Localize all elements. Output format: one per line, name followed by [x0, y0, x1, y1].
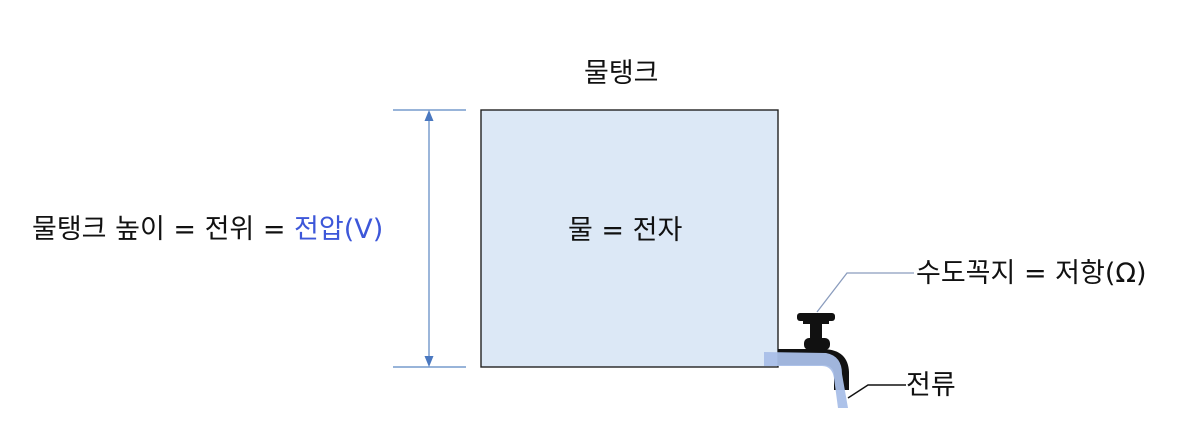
- faucet-leader-line: [816, 272, 914, 313]
- tank-height-label: 물탱크 높이 = 전위 = 전압(V): [32, 216, 383, 243]
- diagram-title: 물탱크: [584, 58, 659, 89]
- height-dimension-arrow: [424, 110, 434, 367]
- current-label: 전류: [906, 370, 956, 401]
- faucet-icon: [764, 313, 849, 408]
- voltage-label: 전압(V): [294, 214, 384, 245]
- water-label: 물 = 전자: [568, 215, 683, 246]
- tank-height-label-prefix: 물탱크 높이 = 전위 =: [32, 214, 295, 245]
- water-tank: [480, 109, 779, 368]
- current-leader-line: [847, 384, 906, 399]
- faucet-label: 수도꼭지 = 저항(Ω): [916, 258, 1147, 289]
